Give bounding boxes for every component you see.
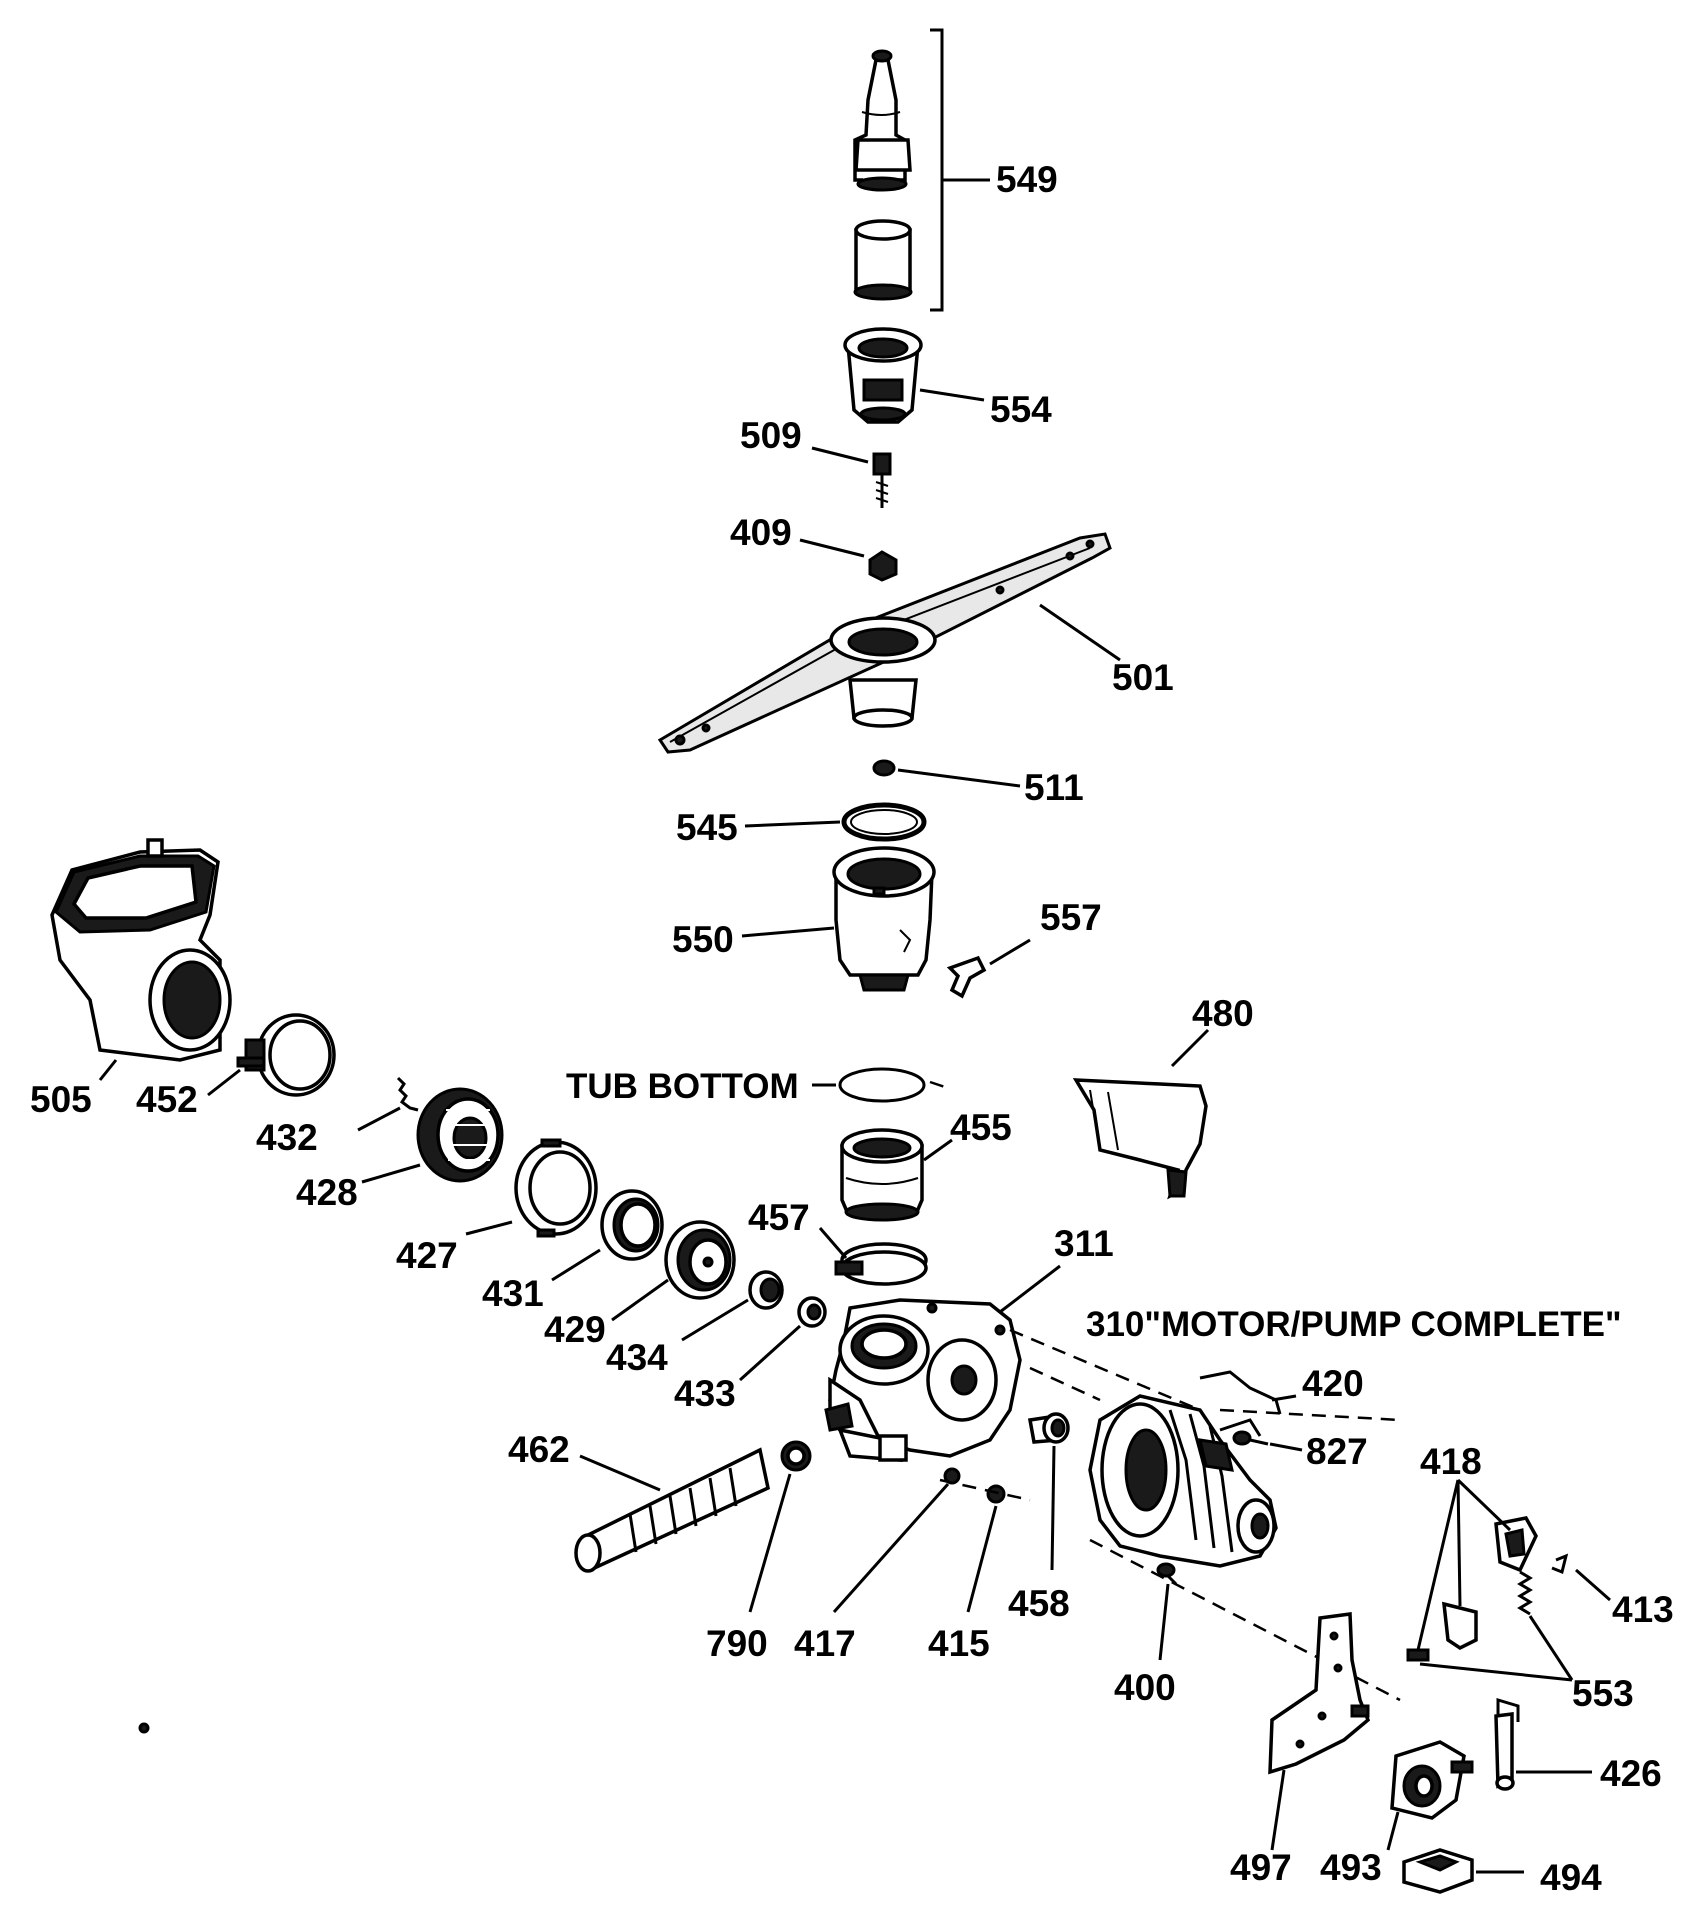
part-455-seal [840,1128,924,1222]
label-311: 311 [1054,1223,1114,1264]
part-505-sump [50,838,232,1062]
label-427: 427 [396,1235,458,1276]
label-429: 429 [544,1309,606,1350]
part-545-snap-ring [841,802,927,842]
tub-bottom-label: TUB BOTTOM [566,1067,799,1106]
label-549: 549 [996,159,1058,200]
part-501-spray-arm [657,532,1112,754]
label-550: 550 [672,919,734,960]
label-417: 417 [794,1623,856,1664]
label-431: 431 [482,1273,544,1314]
label-433: 433 [674,1373,736,1414]
label-505: 505 [30,1079,92,1120]
part-429-cup [664,1220,736,1300]
part-452-clamp [236,1013,336,1097]
assembly-line [1219,1408,1401,1422]
label-790: 790 [706,1623,768,1664]
part-509-screw [872,452,892,508]
part-549-tube-assembly [853,28,990,312]
label-415: 415 [928,1623,990,1664]
label-455: 455 [950,1107,1012,1148]
label-827: 827 [1306,1431,1368,1472]
part-431-ring [600,1189,664,1261]
label-400: 400 [1114,1667,1176,1708]
assembly-line [1009,1328,1201,1412]
part-458-seal [1027,1412,1070,1444]
part-433-washer [797,1296,827,1328]
part-415-nut [986,1484,1006,1504]
part-418-linkage [1406,1516,1538,1662]
label-480: 480 [1192,993,1254,1034]
label-554: 554 [990,389,1052,430]
part-434-bushing [748,1270,784,1310]
part-462-tube [574,1447,771,1573]
assembly-line [1029,1366,1101,1402]
part-426-plunger [1494,1697,1520,1791]
assembly-line [1089,1538,1401,1702]
part-420-clip [1199,1370,1282,1415]
part-827-screw [1232,1430,1269,1446]
part-457-clamp [834,1242,928,1286]
label-557: 557 [1040,897,1102,938]
part-311-pump-housing [824,1298,1022,1462]
label-462: 462 [508,1429,570,1470]
part-790-fitting [780,1440,812,1472]
part-494-cap [1402,1848,1474,1894]
stray-dot [138,1722,150,1734]
part-409-nut [868,550,898,582]
label-420: 420 [1302,1363,1364,1404]
assembly-line [939,1478,1031,1502]
part-480-shield [1072,1078,1208,1200]
label-493: 493 [1320,1847,1382,1888]
label-432: 432 [256,1117,318,1158]
part-550-manifold [832,846,936,992]
part-427-ring [514,1138,598,1238]
label-553: 553 [1572,1673,1634,1714]
part-554-hub [843,327,923,424]
label-434: 434 [606,1337,668,1378]
label-413: 413 [1612,1589,1674,1630]
tub-bottom-ring [838,1067,926,1103]
label-494: 494 [1540,1857,1602,1898]
part-310-motor [1088,1394,1278,1568]
part-553-spring [1517,1570,1533,1616]
label-509: 509 [740,415,802,456]
label-457: 457 [748,1197,810,1238]
part-493-solenoid [1390,1740,1474,1820]
motor-pump-complete-note: 310"MOTOR/PUMP COMPLETE" [1086,1305,1622,1344]
label-409: 409 [730,512,792,553]
part-511-nut [872,759,896,777]
label-428: 428 [296,1172,358,1213]
part-413-clip [1551,1553,1569,1575]
label-501: 501 [1112,657,1174,698]
label-458: 458 [1008,1583,1070,1624]
part-400-screw [1156,1562,1178,1586]
label-545: 545 [676,807,738,848]
part-432-spring [396,1076,419,1112]
part-428-impeller [416,1087,504,1183]
part-497-bracket [1268,1612,1371,1775]
label-418: 418 [1420,1441,1482,1482]
label-511: 511 [1024,767,1084,808]
label-452: 452 [136,1079,198,1120]
label-426: 426 [1600,1753,1662,1794]
label-497: 497 [1230,1847,1292,1888]
part-557-clip [946,955,987,999]
